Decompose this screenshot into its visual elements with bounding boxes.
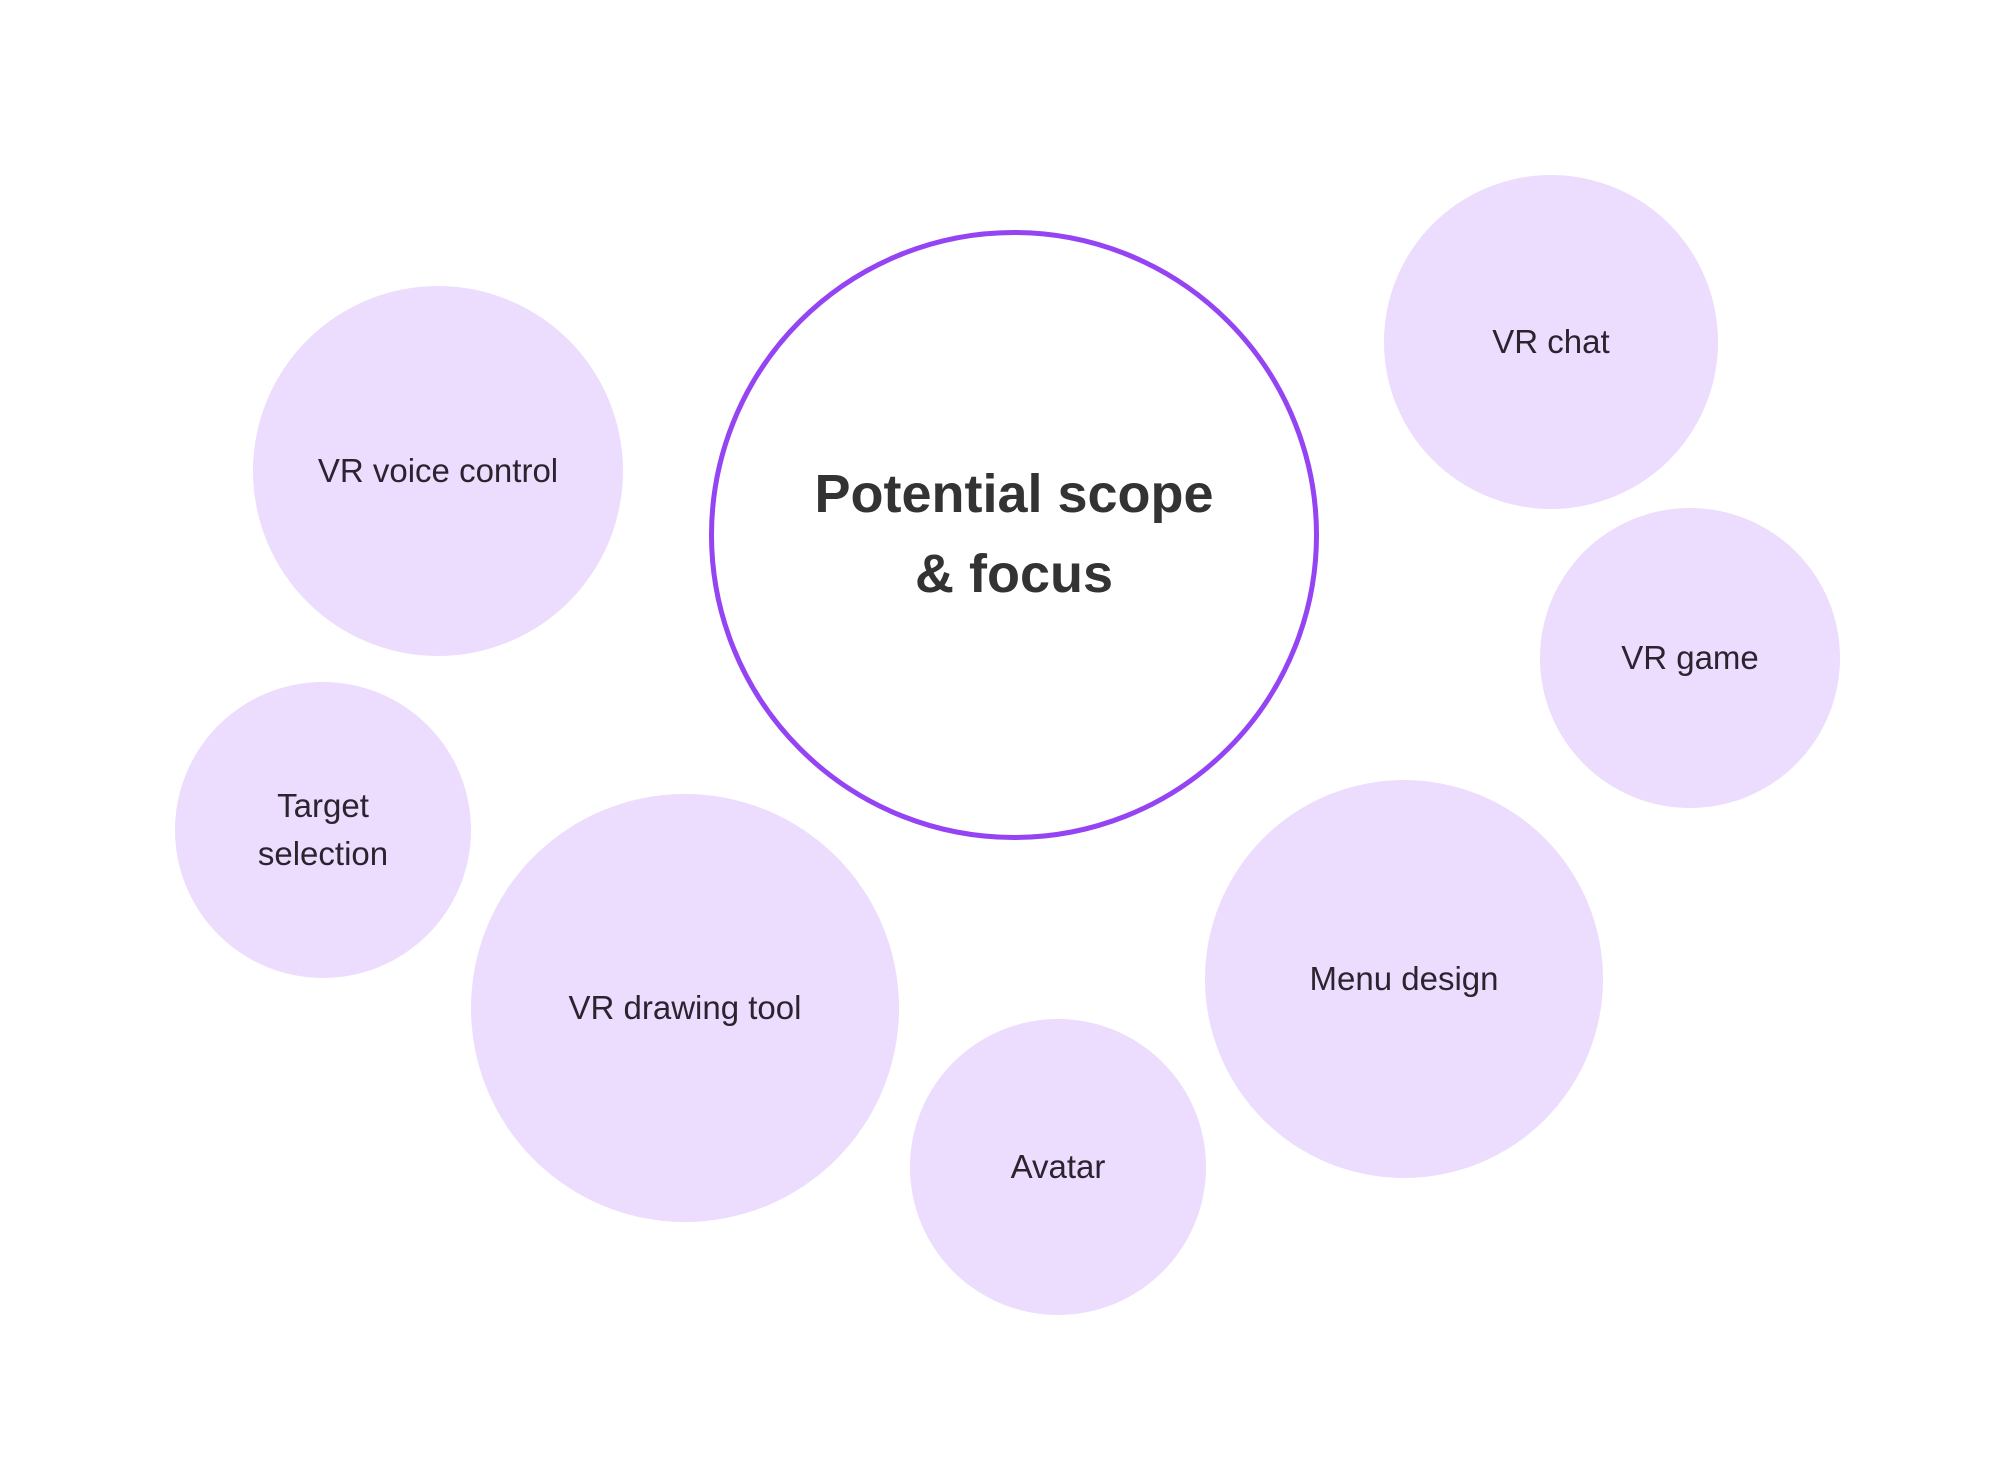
topic-bubble-label: Menu design <box>1309 960 1499 997</box>
topic-bubble-target-selection[interactable]: Target selection <box>175 682 471 978</box>
topic-bubble-vr-voice-control[interactable]: VR voice control <box>253 286 623 656</box>
center-topic-label: Potential scope & focus <box>814 464 1214 604</box>
topic-bubble-label: VR drawing tool <box>568 989 802 1026</box>
topic-bubble-vr-game[interactable]: VR game <box>1540 508 1840 808</box>
topic-bubble-avatar[interactable]: Avatar <box>910 1019 1206 1315</box>
topic-bubble-label: Avatar <box>1010 1148 1106 1185</box>
topic-bubble-menu-design[interactable]: Menu design <box>1205 780 1603 1178</box>
topic-bubble-vr-drawing-tool[interactable]: VR drawing tool <box>471 794 899 1222</box>
topic-bubble-label: VR voice control <box>317 452 559 489</box>
topic-bubble-label: Target selection <box>257 787 389 872</box>
topic-bubble-vr-chat[interactable]: VR chat <box>1384 175 1718 509</box>
center-topic-circle[interactable]: Potential scope & focus <box>709 230 1319 840</box>
topic-bubble-label: VR chat <box>1492 323 1610 360</box>
topic-bubble-label: VR game <box>1621 639 1759 676</box>
